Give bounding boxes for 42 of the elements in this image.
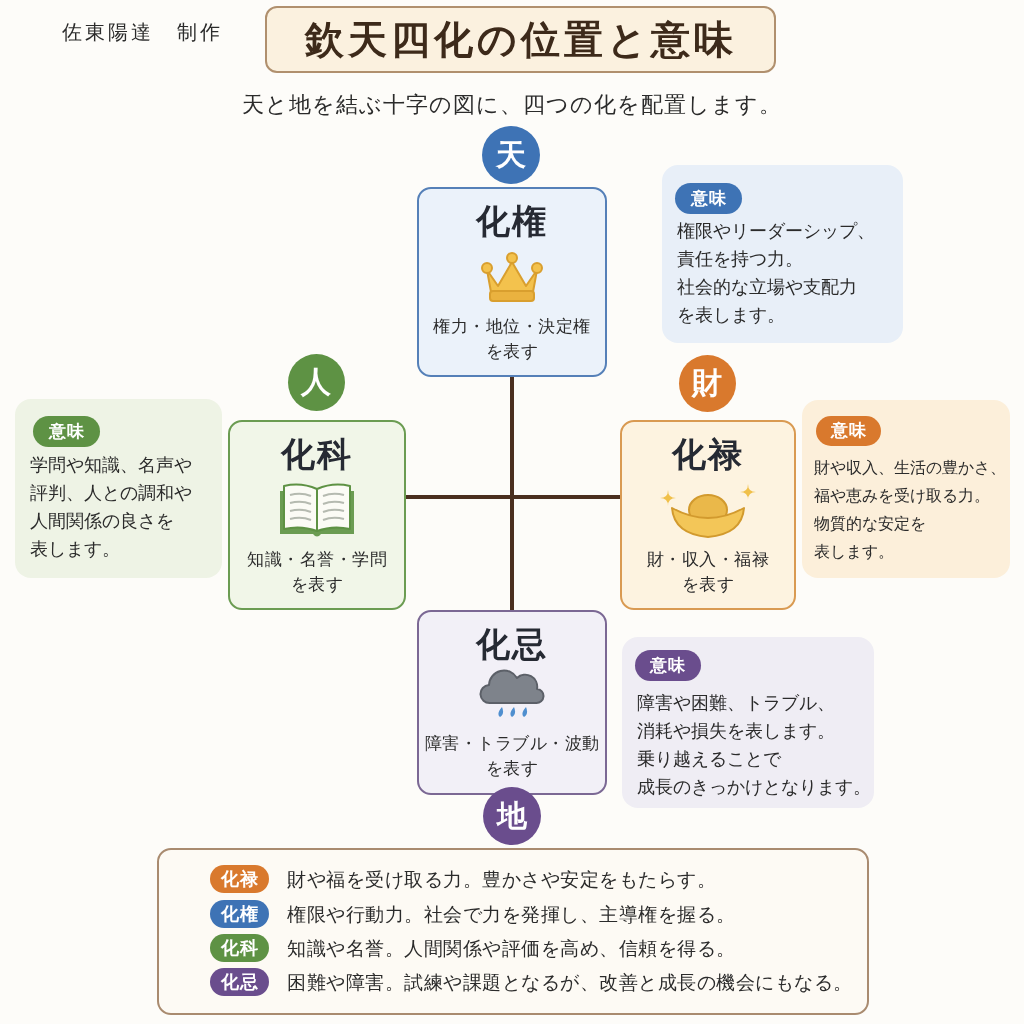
summary-text: 財や福を受け取る力。豊かさや安定をもたらす。	[287, 867, 716, 892]
pill-tag: 意味	[675, 183, 742, 214]
circle-badge: 地	[483, 787, 541, 845]
pill-tag: 意味	[635, 650, 701, 681]
title-banner: 欽天四化の位置と意味	[265, 6, 776, 73]
summary-text: 困難や障害。試練や課題となるが、改善と成長の機会にもなる。	[287, 970, 853, 995]
pill-tag: 化権	[210, 900, 269, 928]
note-text: 権限やリーダーシップ、責任を持つ力。社会的な立場や支配力を表します。	[677, 220, 875, 327]
circle-badge: 天	[482, 126, 540, 184]
info-card	[417, 187, 607, 377]
circle-badge: 人	[288, 354, 345, 411]
pill-tag: 化忌	[210, 968, 269, 996]
note-text: 障害や困難、トラブル、消耗や損失を表します。乗り越えることで成長のきっかけとなります。	[637, 692, 871, 799]
card-description: 財・収入・福禄を表す	[646, 548, 770, 596]
circle-badge: 財	[679, 355, 736, 412]
pill-tag: 意味	[33, 416, 100, 447]
note-panel	[802, 400, 1010, 578]
note-panel	[622, 637, 874, 808]
note-panel	[15, 399, 222, 578]
card-description: 知識・名誉・学問を表す	[247, 548, 387, 596]
summary-text: 知識や名誉。人間関係や評価を高め、信頼を得る。	[287, 936, 736, 961]
card-title: 化権	[476, 202, 548, 240]
pill-tag: 意味	[816, 416, 881, 446]
info-card	[228, 420, 406, 610]
note-text: 財や収入、生活の豊かさ、福や恵みを受け取る力。物質的な安定を表します。	[814, 457, 1006, 563]
info-card	[417, 610, 607, 795]
pill-tag: 化禄	[210, 865, 269, 893]
connector-line	[510, 377, 514, 610]
card-description: 権力・地位・決定権を表す	[433, 315, 591, 363]
card-title: 化科	[281, 435, 353, 473]
summary-text: 権限や行動力。社会で力を発揮し、主導権を握る。	[287, 902, 736, 927]
card-title: 化禄	[672, 435, 744, 473]
credit-text: 佐東陽達 制作	[62, 19, 223, 46]
note-text: 学問や知識、名声や評判、人との調和や人間関係の良さを表します。	[30, 454, 192, 561]
connector-line	[406, 495, 620, 499]
info-card	[620, 420, 796, 610]
card-title: 化忌	[476, 625, 548, 663]
note-panel	[662, 165, 903, 343]
subtitle: 天と地を結ぶ十字の図に、四つの化を配置します。	[242, 91, 782, 119]
card-description: 障害・トラブル・波動を表す	[424, 732, 600, 780]
pill-tag: 化科	[210, 934, 269, 962]
summary-panel	[157, 848, 869, 1015]
